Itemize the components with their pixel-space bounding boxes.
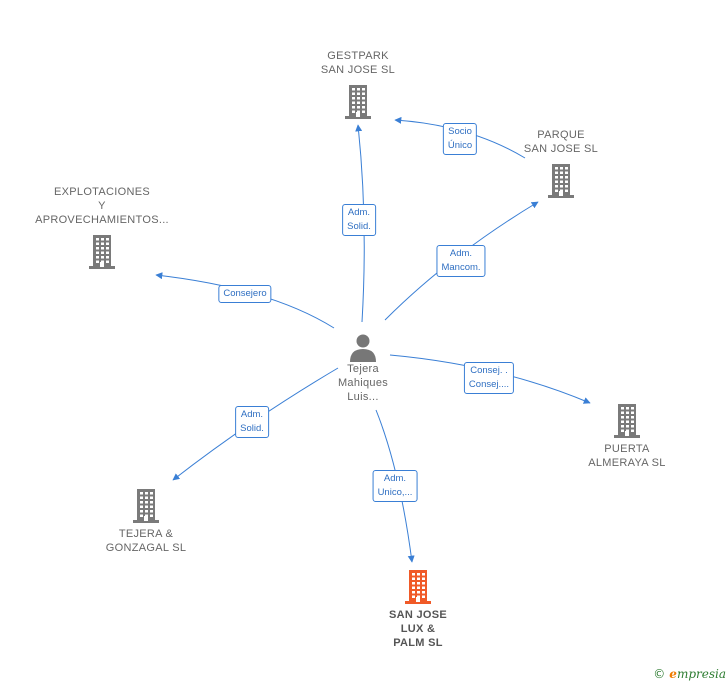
edge-label-parque[interactable]: Adm.Mancom.	[436, 245, 486, 277]
building-icon	[614, 404, 640, 438]
edge-label-sanjose[interactable]: Adm.Unico,...	[372, 470, 418, 502]
building-icon	[89, 235, 115, 269]
edge-label-explotaciones[interactable]: Consejero	[218, 285, 272, 303]
building-icon	[345, 85, 371, 119]
building-icon	[548, 164, 574, 198]
edge-label-tejera[interactable]: Adm.Solid.	[235, 406, 269, 438]
edge-label-gestpark[interactable]: Adm.Solid.	[342, 204, 376, 236]
empresia-logo: ©empresia	[653, 667, 726, 681]
company-name-tejera: TEJERA &GONZAGAL SL	[105, 528, 187, 554]
edge-label-puerta[interactable]: Consej. .Consej....	[463, 362, 515, 394]
person-icon	[350, 334, 376, 362]
building-icon	[405, 570, 431, 604]
company-node-tejera[interactable]: TEJERA &GONZAGAL SL	[90, 487, 202, 555]
copyright-icon: ©	[653, 667, 666, 681]
building-icon	[133, 489, 159, 523]
